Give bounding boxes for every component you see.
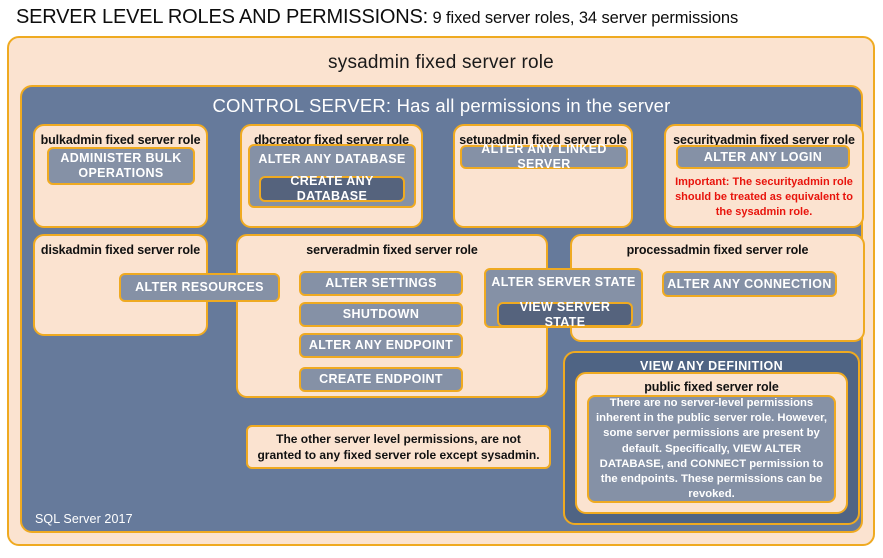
permission-alter-any-endpoint: ALTER ANY ENDPOINT	[299, 333, 463, 358]
permission-alter-any-connection: ALTER ANY CONNECTION	[662, 271, 837, 297]
role-title-processadmin: processadmin fixed server role	[626, 243, 809, 257]
permission-create-endpoint: CREATE ENDPOINT	[299, 367, 463, 392]
product-version-label: SQL Server 2017	[35, 512, 133, 526]
permission-view-any-definition-label: VIEW ANY DEFINITION	[639, 359, 784, 373]
role-box-securityadmin: securityadmin fixed server role	[664, 124, 864, 228]
page-title-main: SERVER LEVEL ROLES AND PERMISSIONS:	[16, 6, 429, 28]
permission-shutdown: SHUTDOWN	[299, 302, 463, 327]
control-server-title: CONTROL SERVER: Has all permissions in t…	[212, 95, 671, 116]
public-role-note: There are no server-level permissions in…	[587, 395, 836, 503]
role-title-serveradmin: serveradmin fixed server role	[306, 243, 478, 257]
page-title: SERVER LEVEL ROLES AND PERMISSIONS: 9 fi…	[16, 6, 876, 34]
role-title-setupadmin: setupadmin fixed server role	[459, 133, 627, 147]
role-title-public: public fixed server role	[644, 380, 779, 394]
page-title-subtitle: 9 fixed server roles, 34 server permissi…	[432, 9, 739, 27]
permission-administer-bulk-operations: ADMINISTER BULK OPERATIONS	[47, 147, 195, 185]
role-box-setupadmin: setupadmin fixed server role	[453, 124, 633, 228]
other-permissions-note: The other server level permissions, are …	[246, 425, 551, 469]
permission-view-server-state: VIEW SERVER STATE	[497, 300, 633, 329]
role-title-diskadmin: diskadmin fixed server role	[40, 243, 201, 257]
sysadmin-role-title: sysadmin fixed server role	[328, 52, 554, 73]
role-title-bulkadmin: bulkadmin fixed server role	[40, 133, 201, 147]
permission-alter-settings: ALTER SETTINGS	[299, 271, 463, 296]
role-title-securityadmin: securityadmin fixed server role	[673, 133, 855, 147]
securityadmin-warning-text: Important: The securityadmin role should…	[675, 176, 853, 218]
permission-create-any-database: CREATE ANY DATABASE	[259, 174, 405, 203]
role-title-dbcreator: dbcreator fixed server role	[253, 133, 409, 147]
permission-alter-resources: ALTER RESOURCES	[119, 273, 280, 302]
permission-alter-any-login: ALTER ANY LOGIN	[676, 145, 850, 169]
permission-alter-any-linked-server: ALTER ANY LINKED SERVER	[460, 142, 628, 171]
